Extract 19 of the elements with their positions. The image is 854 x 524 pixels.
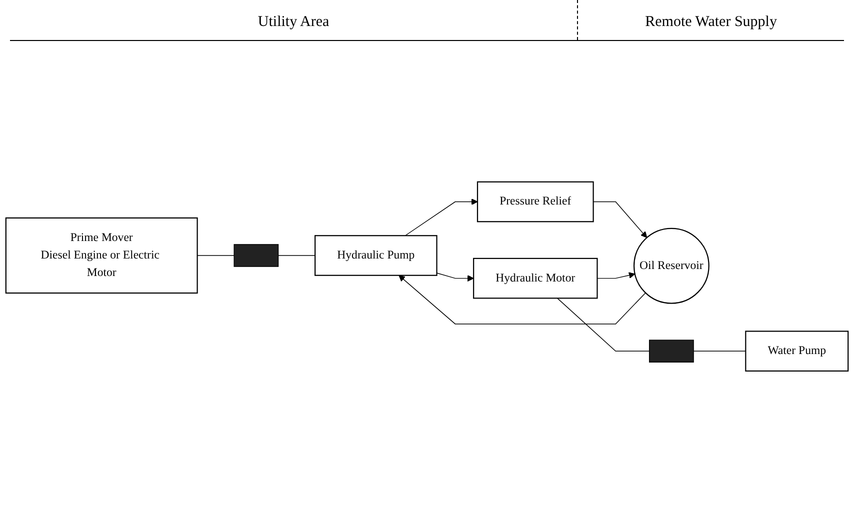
node-box: Hydraulic Pump (314, 234, 438, 276)
connector (196, 254, 234, 256)
node-box: Pressure Relief (476, 180, 594, 222)
node-circle: Oil Reservoir (633, 227, 710, 304)
connector (693, 350, 746, 352)
arrow (436, 272, 474, 282)
arrow (592, 200, 648, 238)
area-label: Utility Area (10, 0, 578, 40)
arrow (404, 198, 478, 236)
node-box: Hydraulic Motor (473, 257, 598, 298)
node-box: Water Pump (745, 330, 849, 372)
arrow (596, 272, 636, 278)
node-box (649, 339, 694, 362)
connector (278, 254, 316, 256)
area-label: Remote Water Supply (644, 13, 778, 32)
arrow (398, 274, 646, 324)
node-box: Prime Mover Diesel Engine or Electric Motor (5, 216, 198, 294)
node-box (234, 244, 279, 266)
connector (556, 297, 650, 352)
